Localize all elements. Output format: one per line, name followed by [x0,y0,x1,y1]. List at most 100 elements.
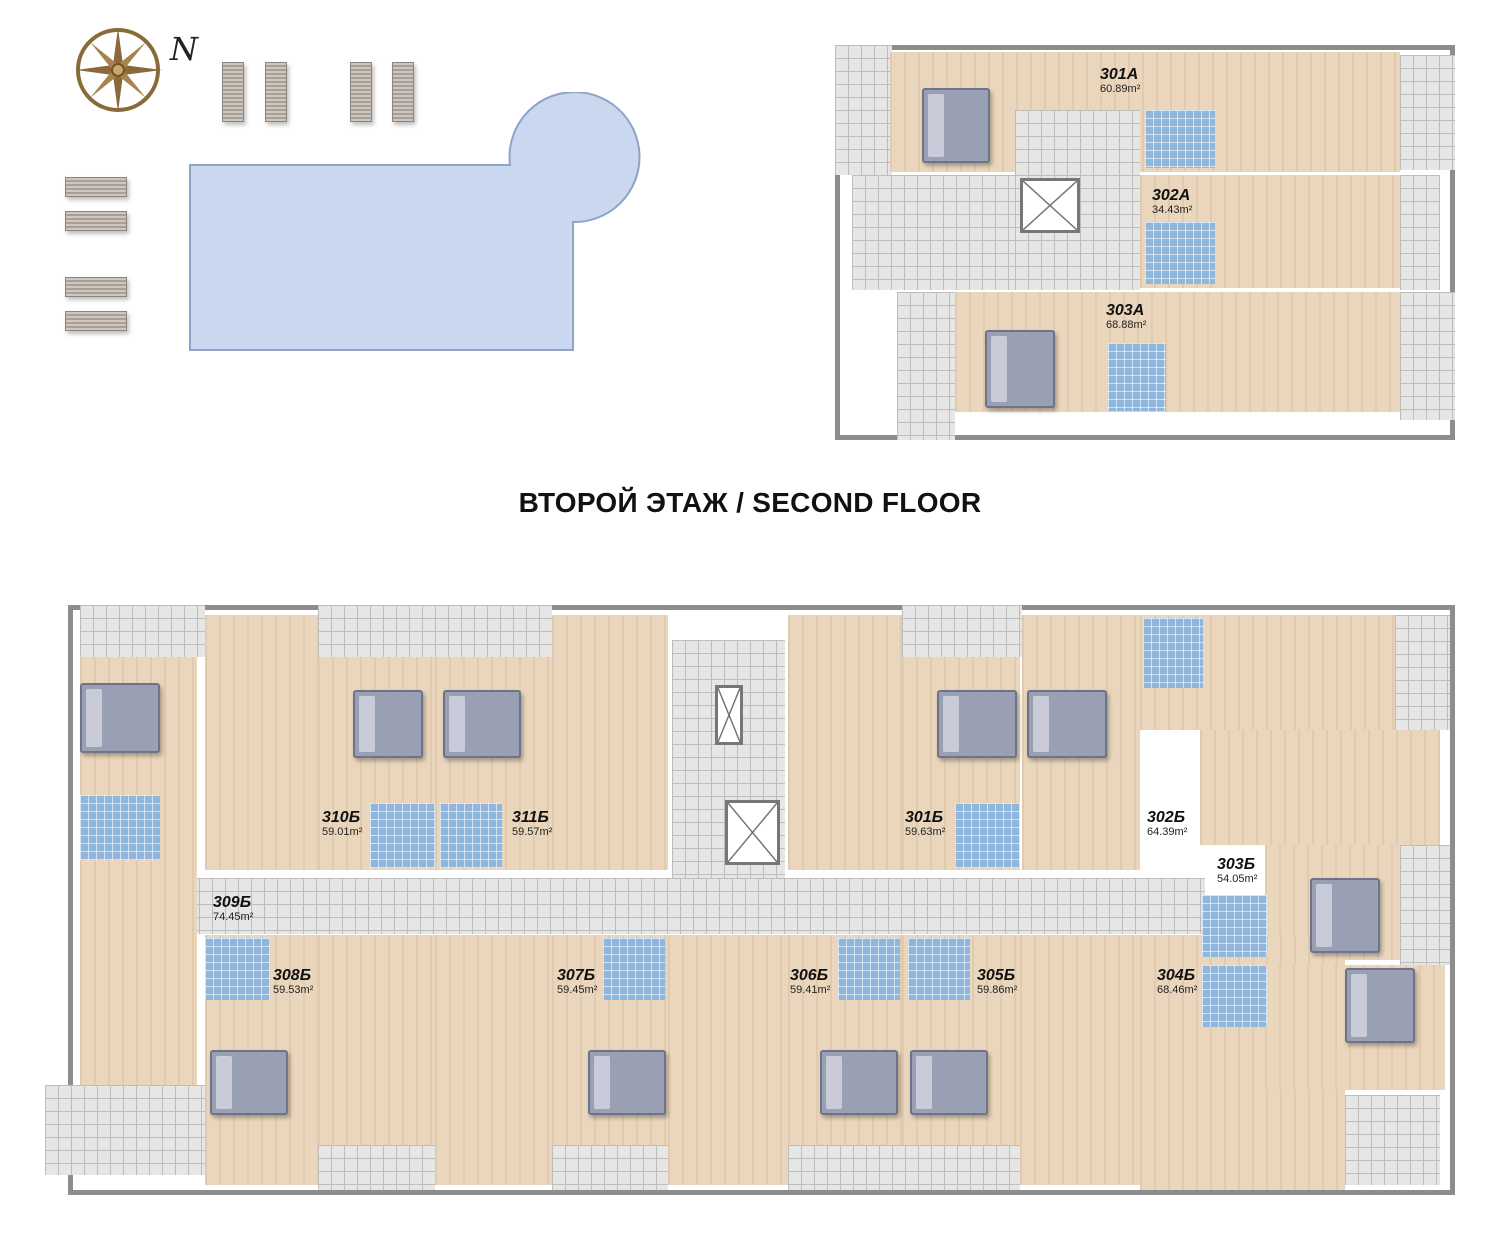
unit-number: 301A [1100,66,1139,83]
balcony [1400,292,1455,420]
bathroom [80,795,160,860]
bed [922,88,990,163]
corridor [160,878,1205,934]
unit-number: 303A [1106,302,1145,319]
unit-number: 302A [1152,187,1191,204]
unit-number: 309Б [213,894,252,911]
unit-area: 59.01m² [322,825,363,838]
unit-area: 64.39m² [1147,825,1188,838]
bathroom [603,938,665,1000]
bathroom [205,938,270,1000]
balcony [902,605,1022,657]
building-outline [68,605,1455,1195]
bed [353,690,423,758]
bed [588,1050,666,1115]
north-letter: N [170,30,198,68]
swimming-pool [189,92,641,351]
unit-area: 68.46m² [1157,983,1198,996]
balcony [45,1085,205,1175]
bed [937,690,1017,758]
bathroom [440,803,502,868]
sun-lounger [222,62,244,122]
unit-area: 59.57m² [512,825,553,838]
bathroom [1202,895,1267,957]
unit-number: 306Б [790,967,829,984]
unit-area: 34.43m² [1152,203,1193,216]
sun-lounger [350,62,372,122]
bed [1345,968,1415,1043]
bed [985,330,1055,408]
balcony [80,605,205,657]
unit-number: 302Б [1147,809,1186,826]
bed [820,1050,898,1115]
balcony [788,1145,1020,1190]
unit-area: 59.45m² [557,983,598,996]
sun-lounger [65,211,127,231]
unit-number: 301Б [905,809,944,826]
room [205,615,318,870]
unit-area: 59.53m² [273,983,314,996]
unit-number: 304Б [1157,967,1196,984]
unit-area: 74.45m² [213,910,254,923]
unit-area: 59.41m² [790,983,831,996]
bathroom [838,938,900,1000]
bed [443,690,521,758]
balcony [1345,1095,1440,1185]
sun-lounger [65,277,127,297]
room [318,935,435,1145]
compass-rose-icon [76,28,162,112]
bathroom [370,803,435,868]
bed [1310,878,1380,953]
bed [1027,690,1107,758]
room [1200,730,1440,845]
sun-lounger [265,62,287,122]
unit-number: 308Б [273,967,312,984]
bathroom [955,803,1020,868]
bathroom [1145,222,1215,284]
bathroom [1145,110,1215,168]
balcony [1400,845,1450,965]
unit-number: 311Б [512,809,549,826]
unit-area: 68.88m² [1106,318,1147,331]
bathroom [1108,343,1166,411]
room [435,935,552,1185]
balcony [318,1145,435,1190]
bathroom [908,938,970,1000]
bed [910,1050,988,1115]
balcony [552,1145,668,1190]
bathroom [1143,618,1203,688]
building-outline [835,45,1455,440]
balcony [1400,175,1440,290]
sun-lounger [65,311,127,331]
unit-area: 54.05m² [1217,872,1258,885]
unit-area: 60.89m² [1100,82,1141,95]
room [1020,935,1140,1185]
lift [725,800,780,865]
room [668,935,788,1185]
sun-lounger [392,62,414,122]
balcony [1400,55,1455,170]
unit-number: 305Б [977,967,1016,984]
unit-number: 307Б [557,967,596,984]
room [552,615,668,870]
unit-number: 303Б [1217,856,1256,873]
balcony [1395,615,1450,730]
stair-opening [715,685,743,745]
stair-hall [852,175,1015,290]
floor-title: ВТОРОЙ ЭТАЖ / SECOND FLOOR [518,487,982,518]
unit-number: 310Б [322,809,361,826]
